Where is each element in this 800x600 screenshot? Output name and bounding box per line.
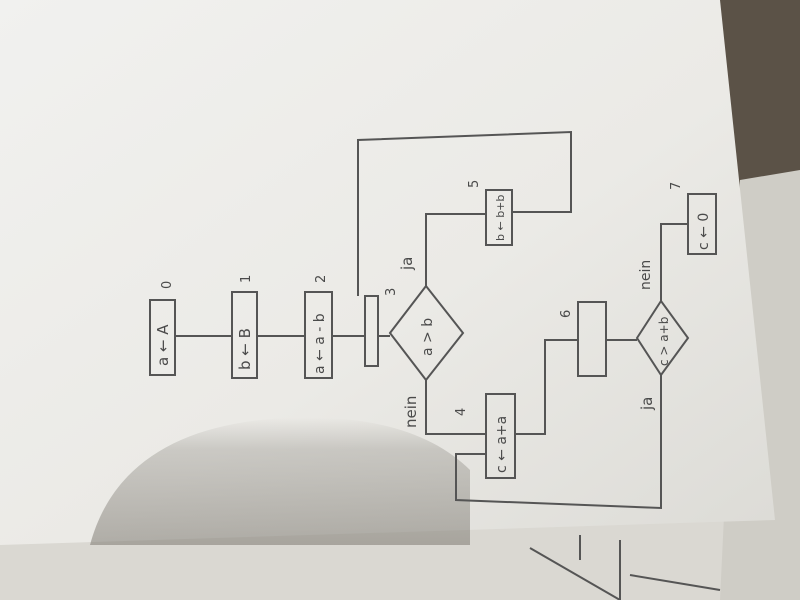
decision-2-label: c > a+b bbox=[657, 317, 671, 366]
step-0: 0 bbox=[160, 281, 175, 289]
flowchart bbox=[149, 130, 717, 510]
decision-c-gt-ab bbox=[635, 299, 690, 377]
yes-label-1: ja bbox=[398, 257, 416, 271]
box-ab-label: a ← a - b bbox=[312, 313, 328, 374]
hand-shadow bbox=[90, 417, 470, 545]
paper-sheet bbox=[0, 0, 775, 545]
labels: 0 1 2 3 4 5 6 7 a ← A b ← B a ← a - b a … bbox=[154, 180, 712, 473]
merge-box bbox=[364, 295, 379, 367]
step-5: 5 bbox=[467, 180, 482, 188]
step-6: 6 bbox=[559, 310, 574, 318]
box-c-zero-label: c ← 0 bbox=[696, 213, 712, 250]
step-2: 2 bbox=[314, 275, 329, 283]
step-3: 3 bbox=[384, 288, 399, 296]
yes-label-2: ja bbox=[638, 397, 656, 411]
no-label-2: nein bbox=[638, 260, 654, 290]
step-7: 7 bbox=[669, 182, 684, 190]
decision-a-gt-b bbox=[388, 284, 465, 382]
box-a-assign bbox=[149, 299, 176, 376]
step-1: 1 bbox=[239, 275, 254, 283]
no-label-1: nein bbox=[402, 396, 420, 428]
box-b-label: b ← B bbox=[236, 328, 254, 370]
lower-sheet-sketch bbox=[529, 535, 721, 600]
box-c-update-label: c ← a+a bbox=[494, 416, 510, 473]
box-b-update-label: b ← b+b bbox=[494, 195, 507, 241]
decision-1-label: a > b bbox=[420, 318, 436, 356]
box-c-update bbox=[485, 393, 516, 479]
step-4: 4 bbox=[454, 408, 469, 416]
box-a-label: a ← A bbox=[154, 324, 172, 366]
box-b-update bbox=[485, 189, 513, 246]
